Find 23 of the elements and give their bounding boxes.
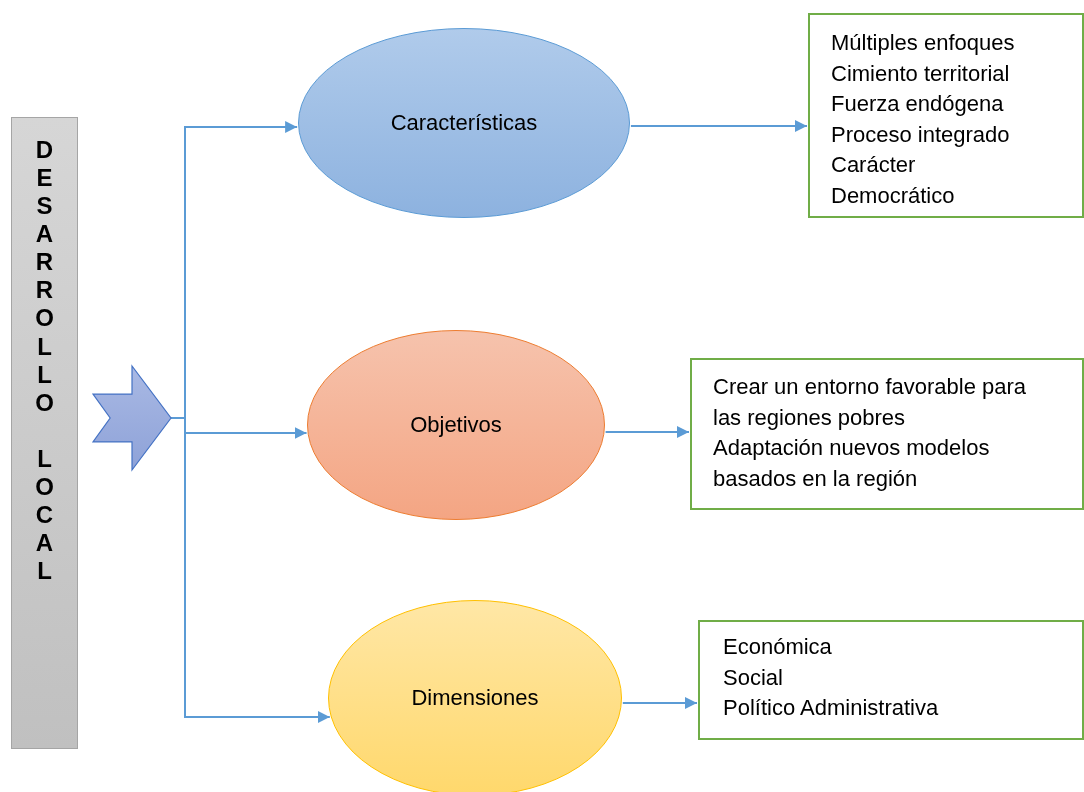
- list-text: Democrático: [831, 181, 956, 210]
- text-box: [698, 620, 1084, 740]
- list-text: Social: [723, 663, 784, 692]
- text-box: [690, 358, 1084, 510]
- connector-arrow: [621, 697, 698, 709]
- list-text: Fuerza endógena: [831, 90, 1005, 118]
- connector-arrow: [629, 120, 808, 132]
- ellipse-label: Características: [390, 110, 538, 136]
- list-text: Económica: [723, 633, 833, 661]
- list-text: Político Administrativa: [723, 694, 940, 722]
- ellipse-label: Objetivos: [410, 412, 502, 438]
- connector-arrow: [604, 426, 690, 438]
- list-text: Múltiples enfoques: [831, 29, 1016, 57]
- list-text: Crear un entorno favorable para las regiones pobres: [713, 373, 1028, 432]
- text-box: [808, 13, 1084, 218]
- list-text: Proceso integrado: [831, 120, 1011, 149]
- list-text: Cimiento territorial: [831, 59, 1011, 88]
- ellipse-label: Dimensiones: [411, 685, 539, 711]
- title-bar: [11, 117, 78, 749]
- list-text: Adaptación nuevos modelos basados en la región: [713, 434, 991, 493]
- vertical-title: LOCAL: [34, 444, 55, 586]
- vertical-title: DESARROLLO: [34, 136, 55, 417]
- list-text: Carácter: [831, 151, 917, 179]
